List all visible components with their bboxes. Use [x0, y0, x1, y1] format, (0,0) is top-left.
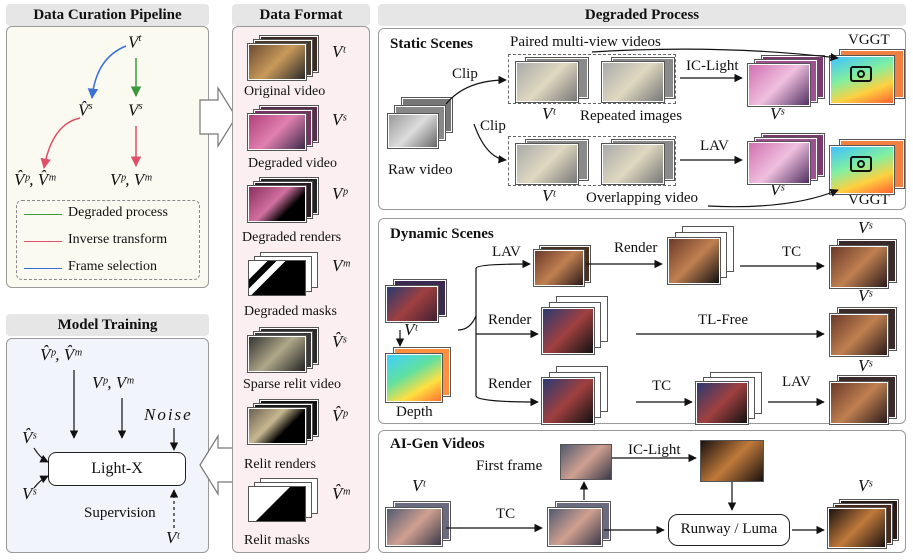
- training-title: Model Training: [6, 314, 209, 336]
- format-title: Data Format: [232, 4, 370, 26]
- static-ic-light: IC-Light: [686, 58, 739, 74]
- dynamic-depth: Depth: [396, 404, 433, 420]
- static-vggt-top: VGGT: [848, 32, 890, 48]
- legend-label-inverse: Inverse transform: [68, 232, 168, 247]
- dynamic-title: Dynamic Scenes: [390, 226, 494, 242]
- static-clip-bottom: Clip: [480, 118, 506, 134]
- curation-left-pair: V̂ᵖ, V̂ᵐ: [14, 170, 56, 189]
- static-lav: LAV: [700, 138, 729, 154]
- format-label-1: Degraded video: [248, 156, 338, 171]
- dynamic-render-2: Render: [488, 312, 532, 328]
- dynamic-vs-2: Vˢ: [858, 286, 872, 305]
- curation-title: Data Curation Pipeline: [6, 4, 209, 26]
- training-supervision: Supervision: [84, 505, 156, 521]
- training-vt: Vᵗ: [166, 528, 180, 547]
- format-label-2: Degraded renders: [242, 230, 342, 245]
- static-vs-bottom: Vˢ: [770, 180, 784, 199]
- static-group-bottom: [508, 136, 676, 186]
- curation-legend-box: [16, 200, 200, 280]
- camera-icon-bottom: [850, 156, 872, 172]
- dynamic-tl-free: TL-Free: [698, 312, 748, 328]
- curation-right-pair: Vᵖ, Vᵐ: [110, 170, 152, 189]
- dynamic-vs-1: Vˢ: [858, 218, 872, 237]
- static-vt-bottom: Vᵗ: [542, 186, 556, 205]
- format-symbol-2: Vᵖ: [332, 184, 348, 203]
- aigen-vs: Vˢ: [858, 476, 872, 495]
- aigen-vt: Vᵗ: [412, 476, 426, 495]
- static-vggt-bottom: VGGT: [848, 192, 890, 208]
- format-symbol-5: V̂ᵖ: [332, 406, 348, 425]
- dynamic-tc-1: TC: [782, 244, 802, 260]
- dynamic-lav-1: LAV: [492, 244, 521, 260]
- format-label-4: Sparse relit video: [243, 377, 341, 392]
- legend-label-degraded: Degraded process: [68, 205, 168, 220]
- training-vs-hat: V̂ˢ: [22, 428, 36, 447]
- dynamic-vs-3: Vˢ: [858, 356, 872, 375]
- format-symbol-4: V̂ˢ: [332, 332, 346, 351]
- legend-line-frame: [24, 268, 62, 269]
- dynamic-render-1: Render: [614, 240, 658, 256]
- format-label-6: Relit masks: [244, 533, 310, 548]
- aigen-ic-light: IC-Light: [628, 442, 681, 458]
- format-label-3: Degraded masks: [244, 304, 337, 319]
- static-raw: Raw video: [388, 162, 453, 178]
- static-group-top: [508, 54, 676, 104]
- static-repeated: Repeated images: [580, 108, 683, 124]
- curation-panel: [6, 26, 209, 288]
- static-paired: Paired multi-view videos: [510, 34, 661, 50]
- thumb-aigen-relit: [700, 440, 764, 482]
- aigen-runway-box: Runway / Luma: [668, 514, 790, 546]
- static-overlapping: Overlapping video: [586, 190, 699, 206]
- training-pair: Vᵖ, Vᵐ: [92, 373, 134, 392]
- model-box-light-x: Light-X: [48, 452, 186, 486]
- format-symbol-6: V̂ᵐ: [332, 484, 350, 503]
- static-title: Static Scenes: [390, 36, 473, 52]
- aigen-title: AI-Gen Videos: [390, 436, 485, 452]
- arrow-inverse-left: [40, 117, 81, 170]
- training-noise: Noise: [144, 405, 193, 424]
- dynamic-panel: [378, 218, 906, 424]
- hollow-arrow-right: [199, 85, 237, 149]
- curation-vs-hat: V̂s: [78, 100, 93, 120]
- static-vs-top: Vˢ: [770, 104, 784, 123]
- format-label-0: Original video: [244, 84, 326, 99]
- dynamic-vt: Vᵗ: [404, 320, 418, 339]
- static-clip-top: Clip: [452, 66, 478, 82]
- dynamic-render-3: Render: [488, 376, 532, 392]
- format-symbol-1: Vˢ: [332, 110, 346, 129]
- format-label-5: Relit renders: [244, 457, 316, 472]
- training-pair-hat: V̂ᵖ, V̂ᵐ: [40, 345, 82, 364]
- thumb-aigen-first: [560, 444, 612, 480]
- aigen-tc: TC: [496, 506, 516, 522]
- format-symbol-3: Vᵐ: [332, 256, 350, 275]
- dynamic-lav-2: LAV: [782, 374, 811, 390]
- legend-line-degraded: [24, 214, 62, 215]
- format-symbol-0: Vᵗ: [332, 42, 346, 61]
- camera-icon-top: [850, 66, 872, 82]
- training-vs: Vˢ: [22, 484, 36, 503]
- curation-vt: Vt: [128, 32, 142, 52]
- static-vt-top: Vᵗ: [542, 104, 556, 123]
- legend-line-inverse: [24, 241, 62, 242]
- legend-label-frame: Frame selection: [68, 259, 158, 274]
- degraded-title: Degraded Process: [378, 4, 906, 26]
- aigen-first-frame: First frame: [476, 458, 543, 474]
- arrow-frame-selection: [87, 45, 127, 100]
- dynamic-tc-2: TC: [652, 378, 672, 394]
- curation-vs: Vs: [128, 100, 143, 120]
